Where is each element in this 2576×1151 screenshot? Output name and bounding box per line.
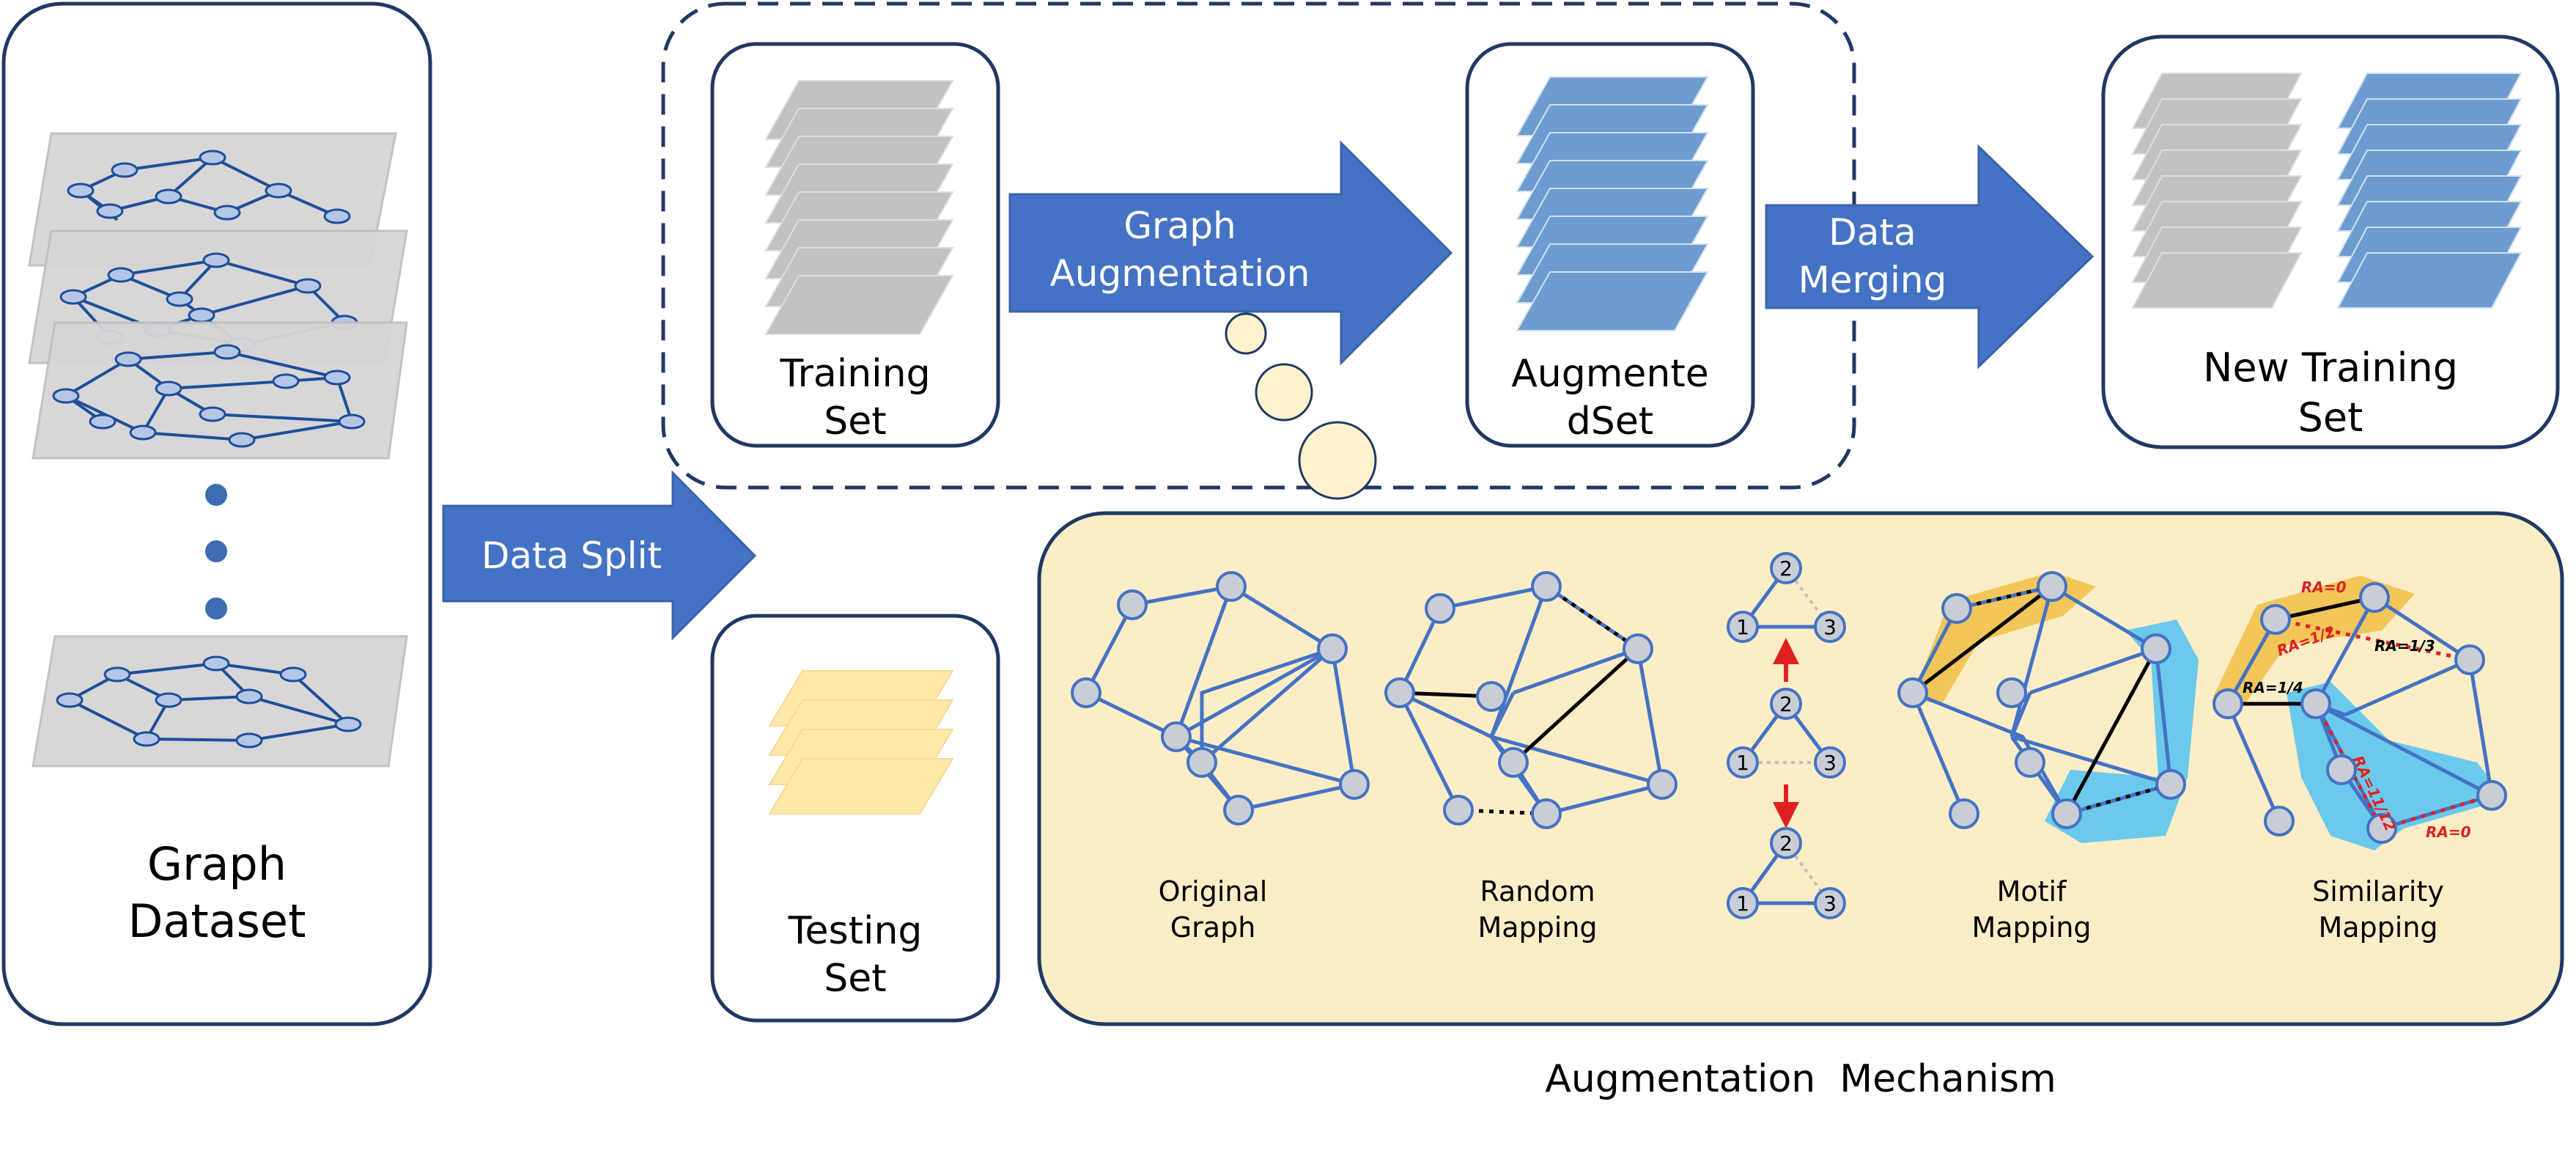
motif-mapping-graph (1897, 571, 2199, 843)
testing-set-label: Testing Set (712, 908, 998, 1003)
ra-label: RA=0 (2426, 823, 2471, 841)
thought-bubbles (1225, 312, 1377, 500)
new-training-set-line2: Set (2298, 394, 2363, 441)
graph-augmentation-arrow (1008, 140, 1453, 366)
augmented-set-line1: Augmente (1511, 352, 1709, 396)
data-merging-arrow (1765, 144, 2095, 369)
original-graph (1071, 571, 1370, 825)
graph-dataset-layers (28, 132, 408, 768)
caption-line2: Mapping (1971, 911, 2092, 944)
motif-mapping-caption: Motif Mapping (1958, 874, 2105, 946)
graph-augmentation-label: Graph Augmentation (1019, 202, 1341, 298)
original-graph-caption: Original Graph (1140, 874, 1286, 946)
motif-node-label: 2 (1779, 692, 1793, 716)
new-training-set-line1: New Training (2202, 345, 2459, 391)
caption-line2: Mapping (2318, 911, 2438, 944)
motif-node-label: 1 (1736, 751, 1749, 775)
testing-set-line2: Set (824, 957, 887, 1001)
new-training-set-label: New Training Set (2103, 343, 2558, 442)
motif-node-label: 1 (1736, 891, 1749, 916)
data-split-arrow (442, 470, 757, 641)
motif-node-label: 3 (1823, 891, 1837, 916)
caption-line1: Original (1158, 875, 1268, 908)
testing-set-line1: Testing (788, 909, 923, 953)
data-split-label: Data Split (451, 532, 693, 580)
caption-line2: Graph (1170, 911, 1256, 944)
motif-triangles: 2 1 3 2 1 3 2 1 3 (1727, 552, 1846, 919)
graph-dataset-line2: Dataset (128, 894, 306, 948)
ra-label: RA=1/4 (2243, 679, 2303, 696)
ra-label: RA=1/3 (2374, 637, 2435, 655)
data-merging-label: Data Merging (1766, 209, 1979, 304)
training-set-line1: Training (780, 352, 931, 396)
motif-node-label: 2 (1779, 556, 1793, 581)
graph-dataset-label: Graph Dataset (4, 836, 430, 949)
caption-line1: Random (1480, 875, 1595, 908)
data-split-text: Data Split (481, 534, 663, 577)
similarity-mapping-caption: Similarity Mapping (2298, 874, 2459, 946)
similarity-mapping-graph: RA=0 RA=1/2 RA=1/3 RA=1/4 RA=11/12 RA=0 (2213, 576, 2507, 850)
augmented-set-line2: dSet (1566, 400, 1654, 444)
mechanism-title-text: Augmentation Mechanism (1545, 1057, 2056, 1101)
graph-dataset-line1: Graph (147, 837, 287, 891)
augmented-set-box (1465, 42, 1755, 448)
data-merging-line1: Data (1828, 211, 1916, 254)
graph-augmentation-line2: Augmentation (1049, 252, 1310, 295)
ra-label: RA=0 (2301, 578, 2347, 596)
training-set-box (710, 42, 1000, 448)
testing-set-box (710, 614, 1000, 1023)
training-set-label: Training Set (712, 350, 998, 446)
caption-line1: Similarity (2312, 875, 2444, 908)
new-training-set-box (2101, 34, 2560, 449)
augmented-set-label: Augmente dSet (1467, 350, 1753, 446)
augmentation-mechanism-title: Augmentation Mechanism (1039, 960, 2562, 1151)
caption-line1: Motif (1996, 875, 2067, 908)
motif-node-label: 3 (1823, 751, 1837, 775)
graph-augmentation-line1: Graph (1123, 205, 1236, 247)
data-merging-line2: Merging (1798, 259, 1947, 301)
motif-node-label: 1 (1736, 615, 1749, 639)
motif-node-label: 2 (1779, 831, 1793, 856)
random-mapping-graph (1384, 571, 1678, 829)
motif-node-label: 3 (1823, 615, 1837, 639)
augmentation-region (661, 1, 1856, 490)
training-set-line2: Set (824, 400, 887, 444)
random-mapping-caption: Random Mapping (1464, 874, 1611, 946)
caption-line2: Mapping (1477, 911, 1598, 944)
